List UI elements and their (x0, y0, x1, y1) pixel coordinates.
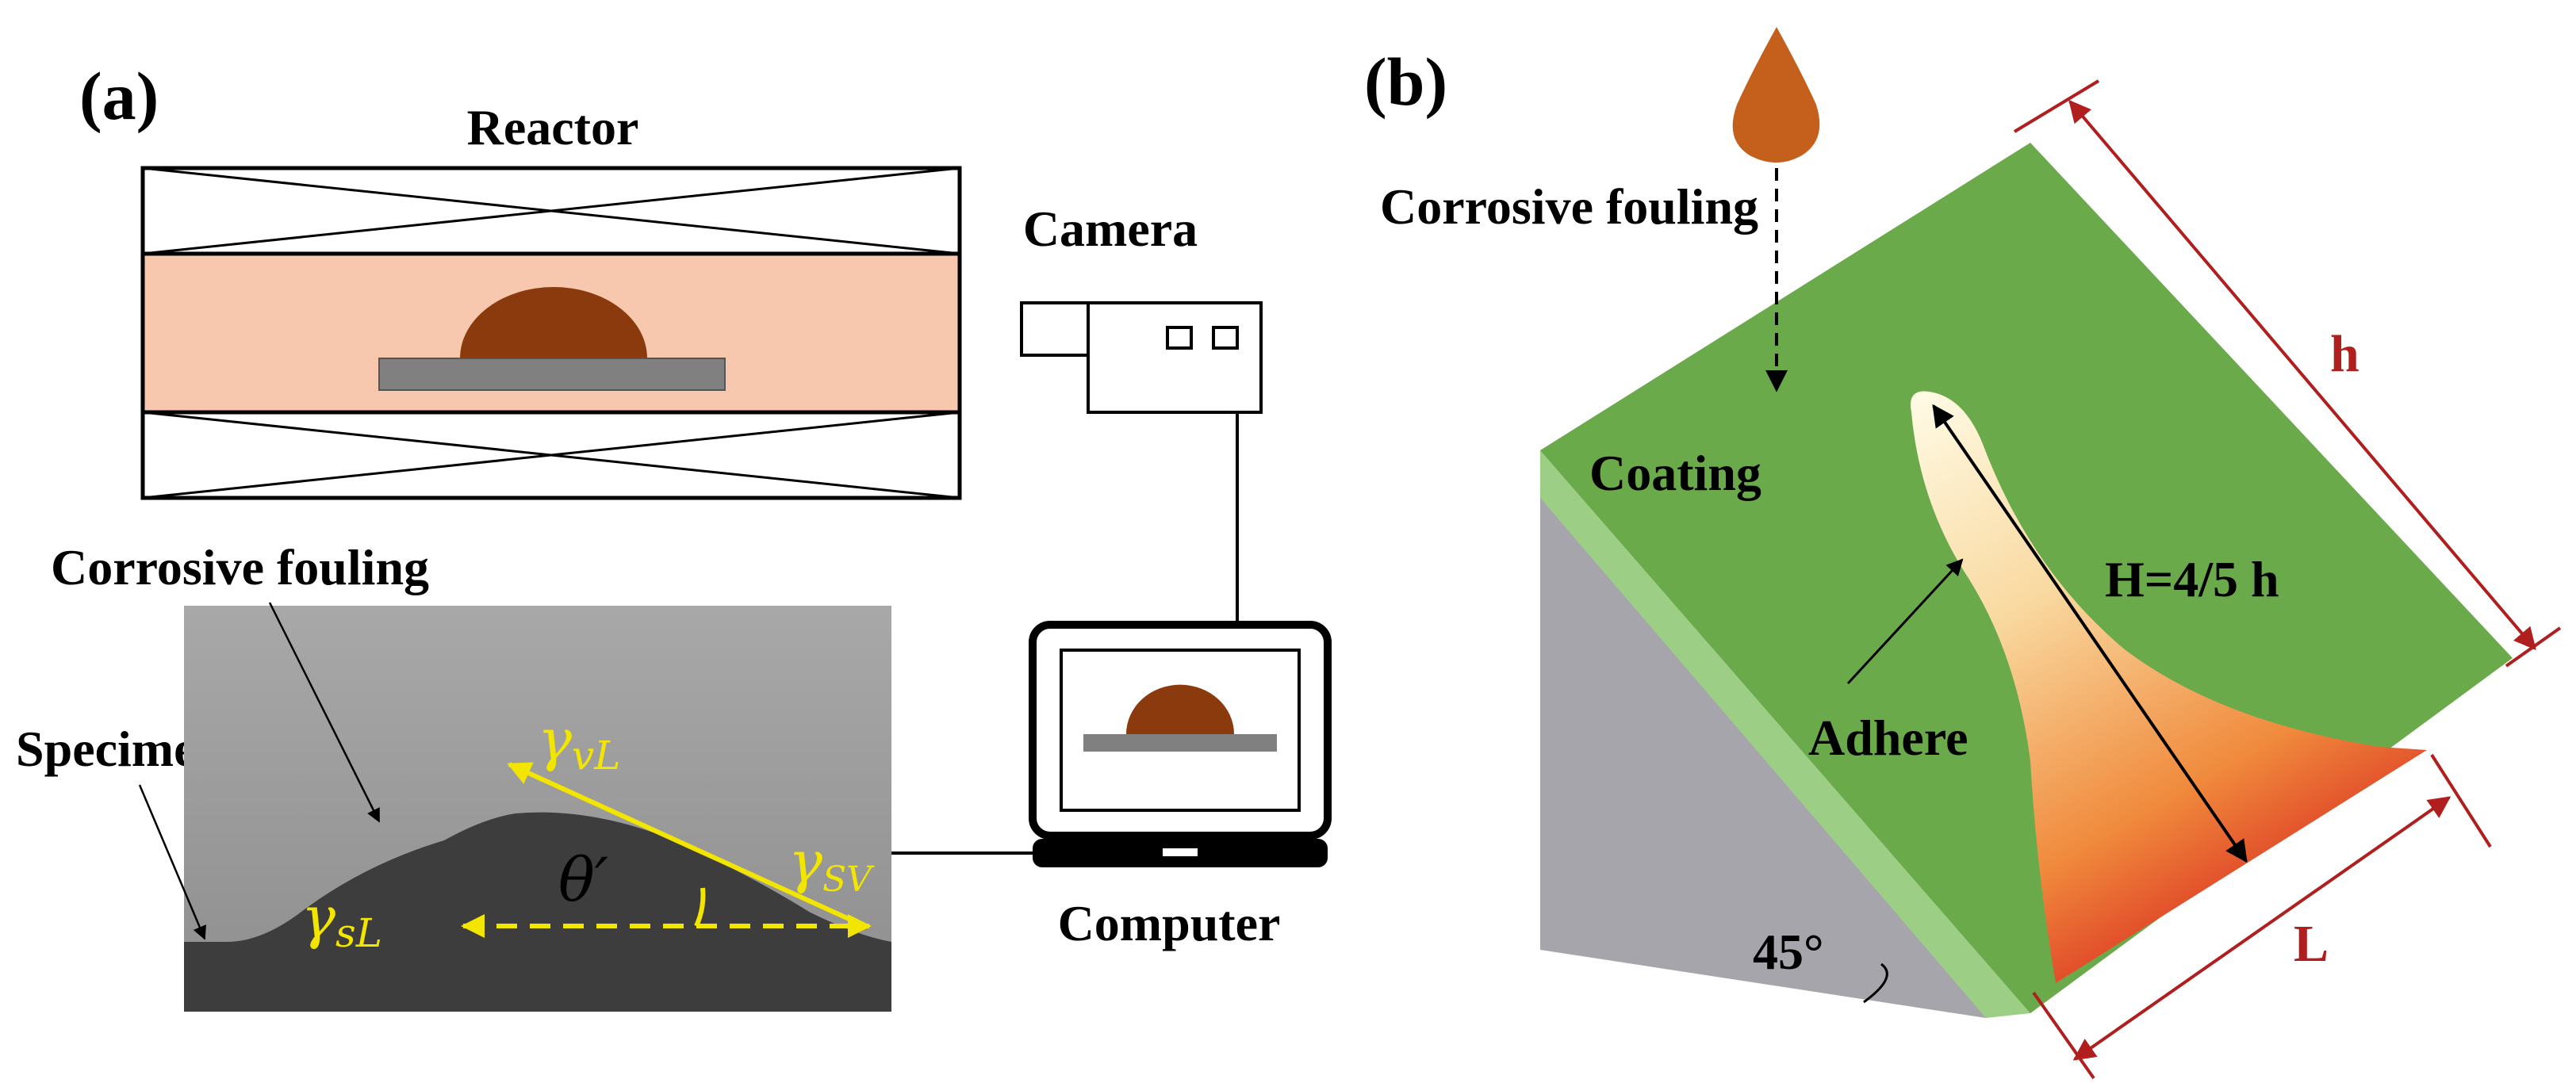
fouling-arrow (268, 602, 381, 823)
l-tick-left (2032, 991, 2095, 1080)
laptop-screen-droplet (1126, 684, 1234, 734)
adhere-label: Adhere (1808, 710, 1968, 766)
fouling-label-a: Corrosive fouling (51, 539, 429, 595)
l-dimension-line (2072, 796, 2451, 1061)
camera-label: Camera (1023, 201, 1198, 257)
droplet-icon (1732, 27, 1820, 163)
laptop-touchpad (1163, 848, 1198, 856)
l-tick-right (2430, 753, 2492, 848)
tangent-line (507, 762, 866, 928)
camera-body (1087, 301, 1263, 414)
droplet-photo: γvL γSV γsL θ′ (184, 606, 891, 1012)
reactor (140, 166, 962, 500)
reactor-droplet (460, 287, 647, 358)
h-dimension-line (2068, 99, 2536, 651)
h-label: h (2330, 325, 2359, 383)
height-label: H=4/5 h (2105, 551, 2279, 607)
fouling-label-b: Corrosive fouling (1380, 178, 1758, 235)
l-label: L (2294, 915, 2329, 973)
camera-window-1 (1166, 326, 1193, 350)
specimen-arrow (138, 784, 206, 940)
angle-label: 45° (1753, 924, 1824, 980)
angle-arc (694, 887, 706, 928)
photo-droplet-shadow (184, 812, 891, 1012)
laptop-screen-substrate (1083, 734, 1277, 752)
reactor-substrate (378, 358, 726, 391)
reactor-top-cross-2 (142, 166, 960, 255)
reactor-label: Reactor (467, 99, 639, 155)
laptop-computer-icon (1029, 621, 1332, 867)
h-tick-top (2013, 79, 2100, 133)
camera-lens (1020, 301, 1090, 357)
adhere-arrow (1846, 558, 1964, 685)
gamma-vl-symbol: γvL (538, 706, 620, 779)
panel-a: (a) Reactor Camera (16, 58, 1332, 1012)
gamma-sv-symbol: γSV (788, 829, 875, 900)
panel-b-label: (b) (1364, 44, 1447, 120)
reactor-bottom-cross-2 (142, 411, 960, 499)
panel-b: (b) Corrosive fouling Coating H=4/5 h Ad… (1364, 27, 2562, 1080)
coating-label: Coating (1589, 445, 1761, 501)
gamma-sl-symbol: γsL (301, 884, 382, 956)
angle-45-arc (1863, 962, 1888, 1004)
computer-label: Computer (1058, 895, 1281, 951)
camera-icon (1020, 301, 1263, 414)
panel-a-label: (a) (79, 58, 159, 134)
theta-symbol: θ′ (558, 844, 608, 915)
camera-window-2 (1212, 326, 1239, 350)
